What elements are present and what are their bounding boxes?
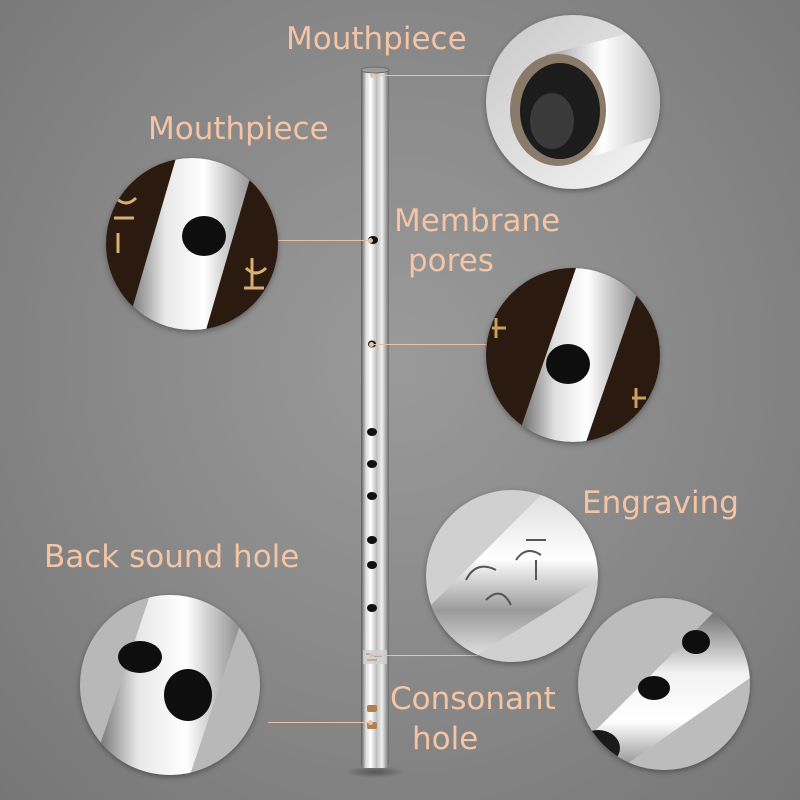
finger-hole bbox=[367, 561, 377, 569]
leader-dot bbox=[368, 720, 373, 725]
leader-membrane bbox=[372, 344, 492, 345]
leader-dot bbox=[368, 238, 373, 243]
flute-body bbox=[345, 66, 405, 778]
leader-dot bbox=[370, 73, 375, 78]
leader-dot bbox=[369, 653, 374, 658]
zoom-engraving bbox=[426, 490, 598, 662]
label-back-sound-hole: Back sound hole bbox=[44, 539, 300, 575]
finger-hole bbox=[367, 536, 377, 544]
label-consonant-line1: Consonant bbox=[390, 681, 556, 717]
label-consonant-line2: hole bbox=[412, 721, 479, 757]
zoom-consonant-hole bbox=[578, 598, 750, 770]
finger-hole bbox=[367, 492, 377, 500]
finger-hole bbox=[367, 428, 377, 436]
zoom-mouthpiece-hole bbox=[106, 158, 278, 330]
zoom-back-sound-hole bbox=[80, 595, 260, 775]
finger-hole bbox=[367, 604, 377, 612]
leader-engraving bbox=[372, 655, 478, 656]
leader-mouthpiece-top bbox=[372, 75, 490, 76]
zoom-membrane-pore bbox=[486, 268, 660, 442]
label-engraving: Engraving bbox=[582, 485, 739, 521]
label-membrane-line2: pores bbox=[408, 243, 494, 279]
label-membrane-line1: Membrane bbox=[394, 203, 561, 239]
label-mouthpiece-top: Mouthpiece bbox=[286, 21, 467, 57]
zoom-mouthpiece-end bbox=[486, 15, 660, 189]
label-mouthpiece-left: Mouthpiece bbox=[148, 111, 329, 147]
consonant-hole bbox=[367, 705, 377, 712]
finger-hole bbox=[367, 460, 377, 468]
leader-back-sound-hole bbox=[268, 722, 372, 723]
leader-dot bbox=[369, 342, 374, 347]
leader-mouthpiece-left bbox=[278, 240, 372, 241]
